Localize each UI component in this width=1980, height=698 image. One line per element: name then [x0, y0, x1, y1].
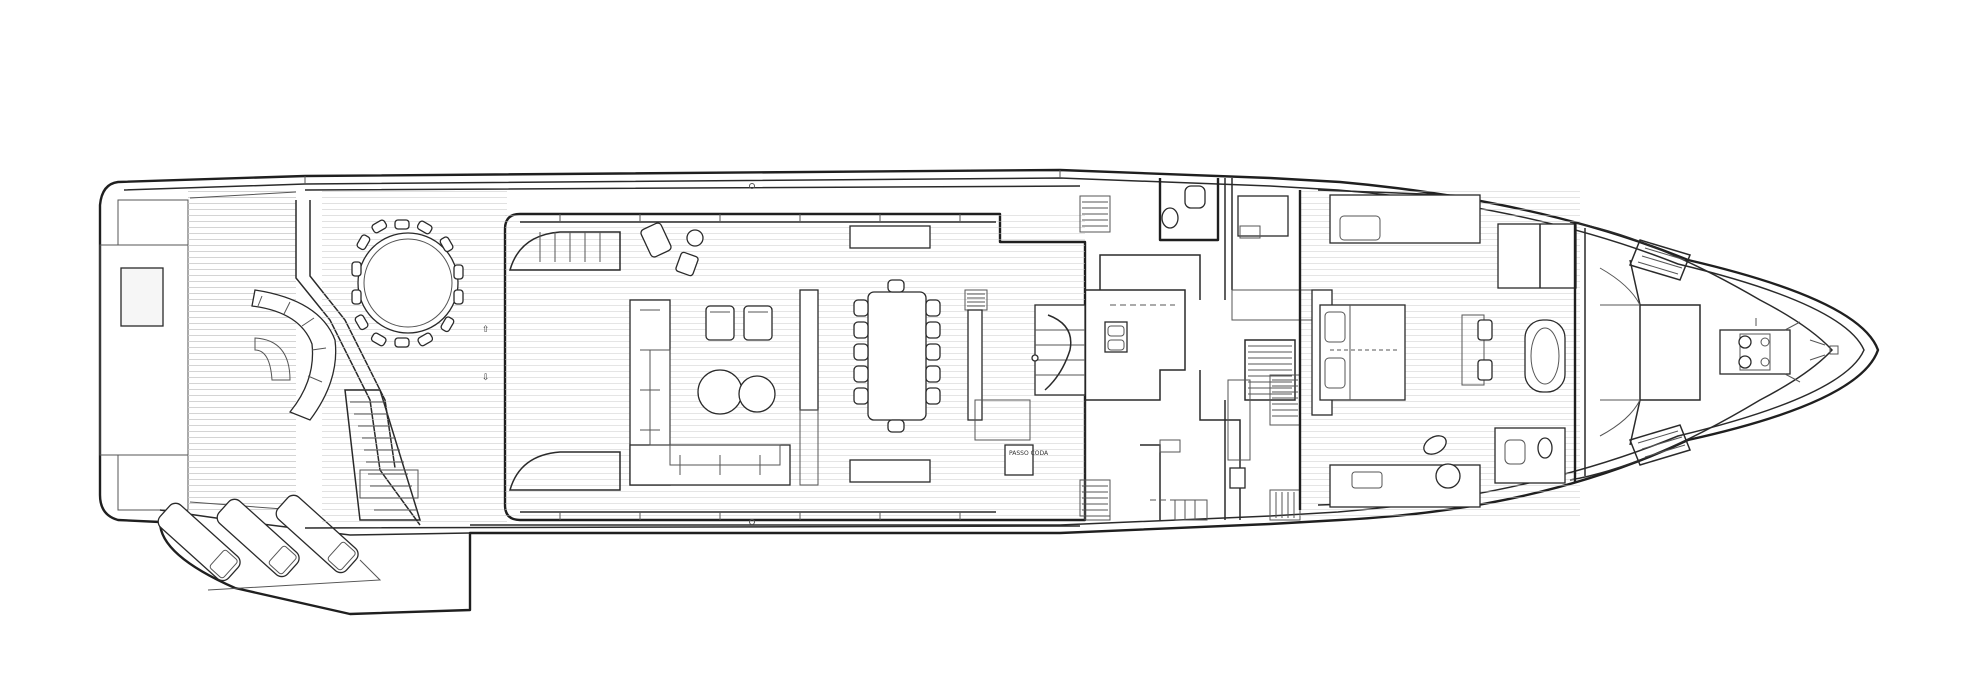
aft-beach-area [99, 190, 471, 536]
galley-area: PASSO CODA [974, 254, 1241, 521]
spiral-staircase [1031, 304, 1086, 396]
passo-coda-label: PASSO CODA [1009, 450, 1049, 457]
service-zone [1158, 178, 1313, 521]
round-dining-table [351, 219, 464, 348]
bow-stairs-port [1628, 239, 1692, 281]
side-decks: ⇧ ⇩ [304, 183, 1111, 529]
salon-lounge [629, 222, 791, 486]
main-salon [503, 212, 1087, 522]
bow-section [1573, 222, 1839, 482]
arrow-up-label: ⇧ [482, 325, 490, 335]
rectangular-dining-table [853, 279, 941, 433]
anchor-windlass [1719, 318, 1801, 383]
owner-cabin [1298, 186, 1580, 516]
salon-cabinets [799, 225, 988, 486]
sun-loungers [157, 494, 382, 591]
bow-stairs-stbd [1628, 424, 1692, 466]
aft-stairs [344, 389, 422, 521]
arrow-down-label: ⇩ [482, 373, 490, 383]
